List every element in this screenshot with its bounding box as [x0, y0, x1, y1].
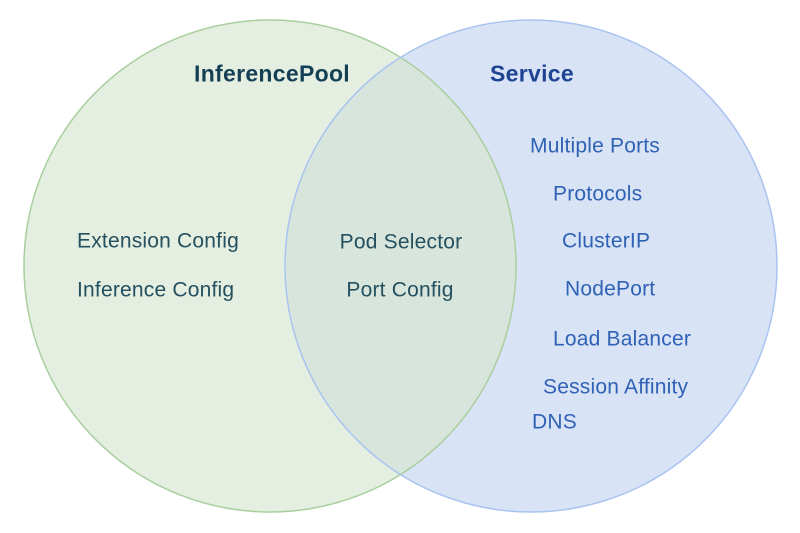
- service-item-multiple-ports: Multiple Ports: [530, 134, 661, 158]
- service-item-dns: DNS: [532, 410, 577, 434]
- service-circle-outline: [284, 19, 778, 513]
- overlap-region: [285, 57, 516, 475]
- inferencepool-title: InferencePool: [194, 60, 350, 87]
- service-item-nodeport: NodePort: [565, 277, 656, 301]
- service-item-clusterip: ClusterIP: [562, 229, 651, 253]
- service-title: Service: [490, 60, 574, 87]
- overlap-item-port-config: Port Config: [346, 278, 454, 302]
- overlap-item-pod-selector: Pod Selector: [339, 230, 463, 254]
- inferencepool-circle-outline: [23, 19, 517, 513]
- service-item-protocols: Protocols: [553, 182, 643, 206]
- inferencepool-item-inference-config: Inference Config: [77, 278, 235, 302]
- service-item-session-affinity: Session Affinity: [543, 375, 689, 399]
- service-item-load-balancer: Load Balancer: [553, 327, 692, 351]
- inferencepool-item-extension-config: Extension Config: [77, 229, 239, 253]
